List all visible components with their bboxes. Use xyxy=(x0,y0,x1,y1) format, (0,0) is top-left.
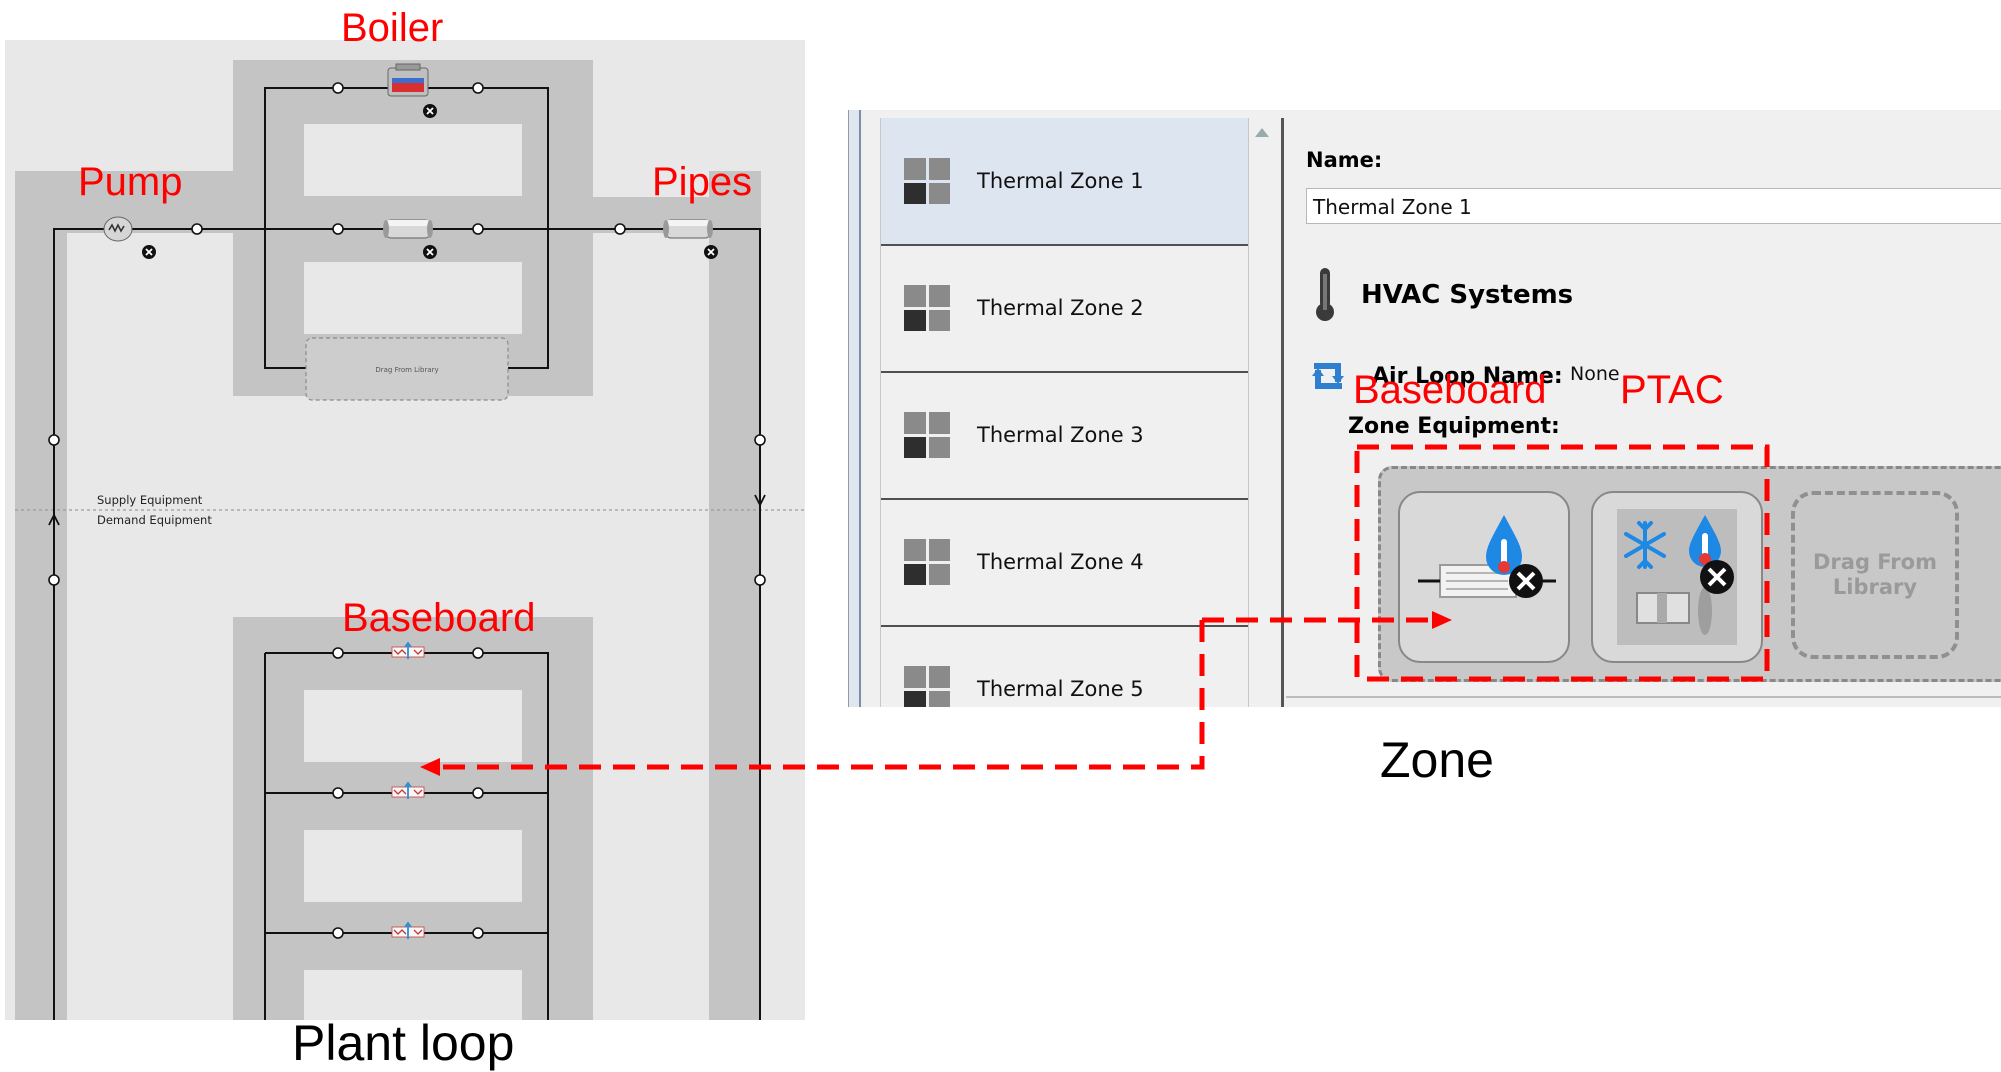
pipes-callout: Pipes xyxy=(652,160,753,204)
thermometer-icon xyxy=(1316,268,1334,321)
zone-name-field[interactable]: Thermal Zone 1 xyxy=(1306,188,2001,224)
splitter[interactable] xyxy=(1281,118,1284,707)
thermal-zone-icon xyxy=(904,285,950,331)
plant-loop-diagram: Drag From Library Supply Equipment Deman… xyxy=(5,40,805,1020)
plant-loop-caption: Plant loop xyxy=(292,1015,515,1071)
pipe-icon[interactable] xyxy=(662,219,714,239)
drag-from-library-slot[interactable] xyxy=(305,337,509,401)
baseboard-callout-plant: Baseboard xyxy=(342,596,536,640)
divider xyxy=(1286,696,2001,698)
thermal-zone-label: Thermal Zone 2 xyxy=(977,296,1144,320)
zone-caption: Zone xyxy=(1380,732,1494,788)
panel-edge xyxy=(849,110,861,707)
thermal-zone-item[interactable]: Thermal Zone 1 xyxy=(881,118,1248,246)
thermal-zone-list[interactable]: Thermal Zone 1 Thermal Zone 2 Thermal Zo… xyxy=(880,118,1249,707)
air-loop-label: Air Loop Name: xyxy=(1372,364,1563,389)
demand-equipment-label: Demand Equipment xyxy=(97,513,212,527)
zone-equipment-label: Zone Equipment: xyxy=(1348,414,1560,439)
zone-detail: Name: Thermal Zone 1 HVAC Systems Air Lo… xyxy=(1286,118,2001,707)
thermal-zone-item[interactable]: Thermal Zone 5 xyxy=(881,626,1248,707)
thermal-zone-item[interactable]: Thermal Zone 3 xyxy=(881,372,1248,500)
thermal-zone-label: Thermal Zone 3 xyxy=(977,423,1144,447)
scroll-up-arrow[interactable] xyxy=(1255,128,1269,137)
remove-icon[interactable] xyxy=(703,244,719,260)
remove-icon[interactable] xyxy=(141,244,157,260)
pump-callout: Pump xyxy=(78,160,183,204)
boiler-callout: Boiler xyxy=(341,6,444,50)
thermal-zone-icon xyxy=(904,412,950,458)
thermal-zone-label: Thermal Zone 4 xyxy=(977,550,1144,574)
baseboard-equipment[interactable] xyxy=(1398,491,1570,663)
supply-equipment-label: Supply Equipment xyxy=(97,493,203,507)
pipe-icon[interactable] xyxy=(382,219,434,239)
boiler-icon[interactable] xyxy=(387,63,429,97)
thermal-zone-item[interactable]: Thermal Zone 4 xyxy=(881,499,1248,627)
thermal-zone-label: Thermal Zone 1 xyxy=(977,169,1144,193)
thermal-zone-item[interactable]: Thermal Zone 2 xyxy=(881,245,1248,373)
pump-icon[interactable] xyxy=(103,216,133,242)
drag-from-label: Drag From xyxy=(1813,549,1937,574)
name-label: Name: xyxy=(1306,148,1383,172)
remove-icon[interactable] xyxy=(422,244,438,260)
baseboard-callout-zone: Baseboard xyxy=(1353,368,1547,412)
ptac-callout: PTAC xyxy=(1620,368,1724,412)
remove-icon[interactable] xyxy=(422,103,438,119)
thermal-zone-icon xyxy=(904,539,950,585)
zone-equipment-tray[interactable]: Drag From Library xyxy=(1378,466,2001,682)
thermal-zone-icon xyxy=(904,158,950,204)
thermal-zone-label: Thermal Zone 5 xyxy=(977,677,1144,701)
ptac-equipment[interactable] xyxy=(1591,491,1763,663)
drag-from-library-slot[interactable]: Drag From Library xyxy=(1791,491,1959,659)
air-loop-icon xyxy=(1312,363,1344,389)
drag-slot-label: Drag From Library xyxy=(375,366,438,374)
air-loop-value: None xyxy=(1570,363,1620,385)
library-label: Library xyxy=(1832,575,1918,599)
hvac-systems-title: HVAC Systems xyxy=(1361,280,1574,310)
thermal-zone-icon xyxy=(904,666,950,707)
